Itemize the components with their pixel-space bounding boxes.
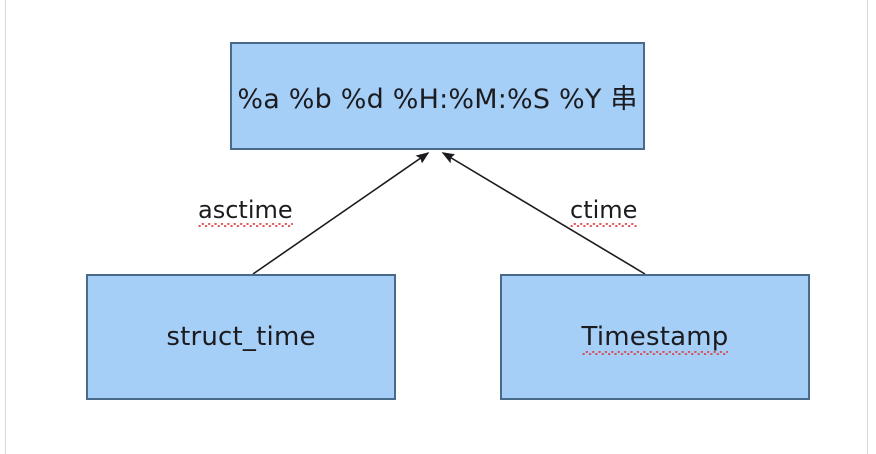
diagram-node-timestamp[interactable]: Timestamp	[500, 274, 810, 400]
diagram-node-timestamp-label: Timestamp	[581, 321, 729, 355]
page-edge-left-rule	[5, 0, 6, 454]
edge-label-ctime: ctime	[570, 196, 638, 227]
page-edge-right-rule	[867, 0, 868, 454]
edge-label-ctime-text: ctime	[570, 196, 638, 227]
diagram-node-format-string-label: %a %b %d %H:%M:%S %Y 串	[237, 83, 638, 115]
edge-label-asctime: asctime	[198, 196, 293, 227]
diagram-node-struct-time[interactable]: struct_time	[86, 274, 396, 400]
diagram-node-format-string[interactable]: %a %b %d %H:%M:%S %Y 串	[230, 42, 645, 150]
diagram-node-struct-time-label: struct_time	[166, 322, 316, 352]
edge-label-asctime-text: asctime	[198, 196, 293, 227]
